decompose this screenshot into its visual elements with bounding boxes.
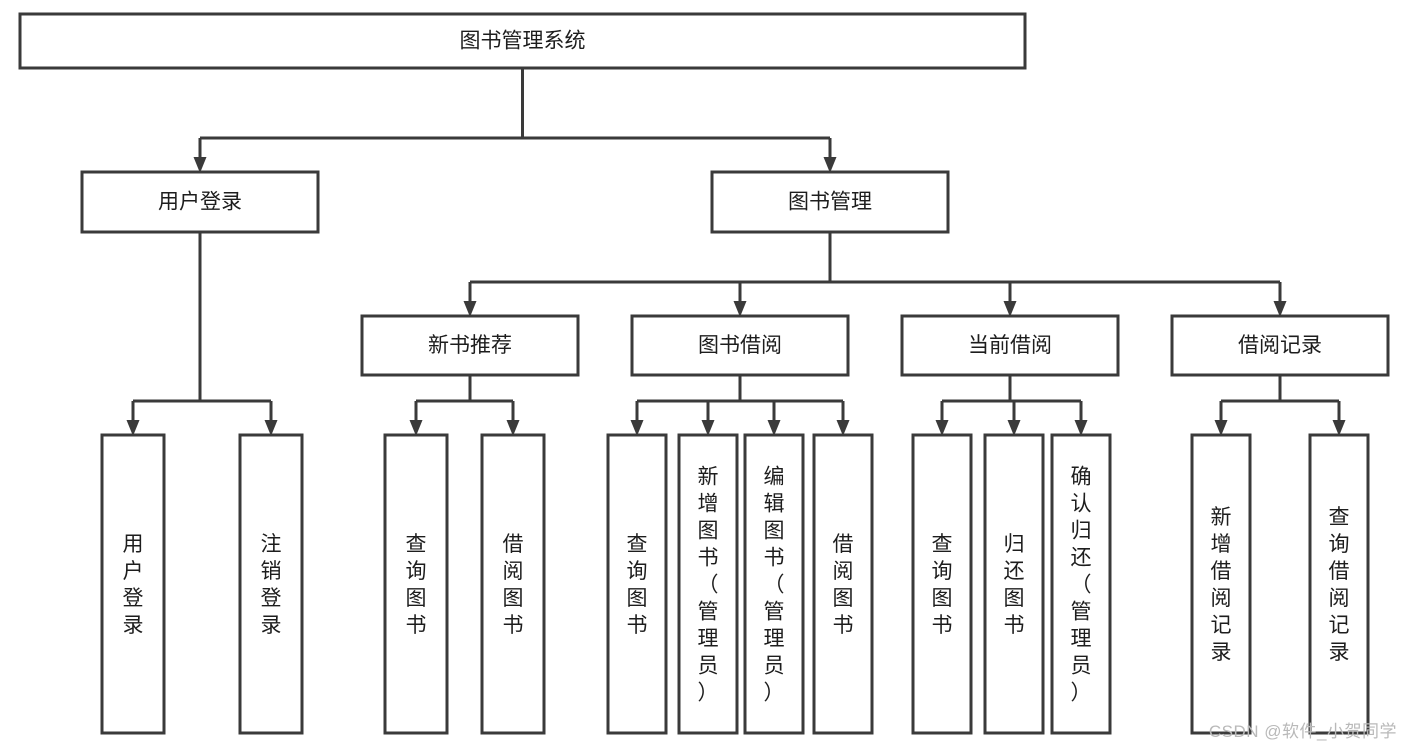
arrow-head-icon [1332,420,1346,436]
arrow-head-icon [701,420,715,436]
node-label: 图书借阅 [698,334,782,357]
node-box [1308,433,1370,735]
node-layer: 图书管理系统用户登录图书管理新书推荐图书借阅当前借阅借阅记录用户登录注销登录查询… [18,12,1390,735]
edge-group-book-borrow [630,375,850,436]
connector-layer [126,68,1346,436]
node-label: 注销登录 [261,533,282,637]
node-leaf-borrow-book-rec[interactable]: 借阅图书 [480,433,546,735]
edge-group-user-login [126,232,278,436]
node-box [1170,314,1390,377]
node-label: 查询图书 [406,533,427,637]
node-label: 新书推荐 [428,334,512,357]
edge-group-current-borrow [935,375,1088,436]
arrow-head-icon [1007,420,1021,436]
node-leaf-add-record[interactable]: 新增借阅记录 [1190,433,1252,735]
node-leaf-borrow-book[interactable]: 借阅图书 [812,433,874,735]
node-box [630,314,850,377]
node-current-borrow[interactable]: 当前借阅 [900,314,1120,377]
node-leaf-user-logout[interactable]: 注销登录 [238,433,304,735]
node-leaf-query-book-rec[interactable]: 查询图书 [383,433,449,735]
node-box [911,433,973,735]
node-label: 用户登录 [158,191,242,214]
node-user-login[interactable]: 用户登录 [80,170,320,234]
arrow-head-icon [264,420,278,436]
edge-group-new-book-rec [409,375,520,436]
node-leaf-user-login[interactable]: 用户登录 [100,433,166,735]
node-borrow-record[interactable]: 借阅记录 [1170,314,1390,377]
node-box [677,433,739,735]
node-box [480,433,546,735]
node-box [1050,433,1112,735]
node-root[interactable]: 图书管理系统 [18,12,1027,70]
node-label: 借阅记录 [1238,334,1322,357]
node-book-manage[interactable]: 图书管理 [710,170,950,234]
node-leaf-query-record[interactable]: 查询借阅记录 [1308,433,1370,735]
node-box [383,433,449,735]
arrow-head-icon [1214,420,1228,436]
node-box [983,433,1045,735]
node-box [710,170,950,234]
node-label: 查询图书 [932,533,953,637]
node-box [100,433,166,735]
arrow-head-icon [126,420,140,436]
node-label: 新增借阅记录 [1211,506,1232,664]
arrow-head-icon [767,420,781,436]
node-label: 图书管理系统 [460,30,586,53]
arrow-head-icon [935,420,949,436]
node-leaf-confirm-return[interactable]: 确认归还（管理员） [1050,433,1112,735]
node-label: 图书管理 [788,191,872,214]
arrow-head-icon [630,420,644,436]
node-box [1190,433,1252,735]
node-box [80,170,320,234]
arrow-head-icon [1003,301,1017,317]
edge-group-borrow-record [1214,375,1346,436]
node-label: 当前借阅 [968,334,1052,357]
node-leaf-add-book[interactable]: 新增图书（管理员） [677,433,739,735]
node-new-book-rec[interactable]: 新书推荐 [360,314,580,377]
arrow-head-icon [836,420,850,436]
arrow-head-icon [1273,301,1287,317]
node-box [606,433,668,735]
node-label: 确认归还（管理员） [1071,466,1092,705]
arrow-head-icon [409,420,423,436]
node-label: 查询图书 [627,533,648,637]
arrow-head-icon [733,301,747,317]
node-label: 借阅图书 [503,533,524,637]
arrow-head-icon [823,157,837,173]
arrow-head-icon [1074,420,1088,436]
node-box [360,314,580,377]
node-label: 查询借阅记录 [1329,506,1350,664]
node-label: 新增图书（管理员） [698,466,719,705]
arrow-head-icon [506,420,520,436]
node-box [812,433,874,735]
node-leaf-return-book[interactable]: 归还图书 [983,433,1045,735]
node-box [18,12,1027,70]
node-label: 借阅图书 [833,533,854,637]
arrow-head-icon [193,157,207,173]
node-leaf-edit-book[interactable]: 编辑图书（管理员） [743,433,805,735]
node-box [900,314,1120,377]
edge-group-book-manage [463,232,1287,317]
node-leaf-query-book[interactable]: 查询图书 [606,433,668,735]
arrow-head-icon [463,301,477,317]
node-box [743,433,805,735]
node-label: 编辑图书（管理员） [764,466,785,705]
node-leaf-query-book-cur[interactable]: 查询图书 [911,433,973,735]
node-label: 归还图书 [1004,533,1025,637]
edge-group-root [193,68,837,173]
node-label: 用户登录 [123,533,144,637]
node-box [238,433,304,735]
node-book-borrow[interactable]: 图书借阅 [630,314,850,377]
